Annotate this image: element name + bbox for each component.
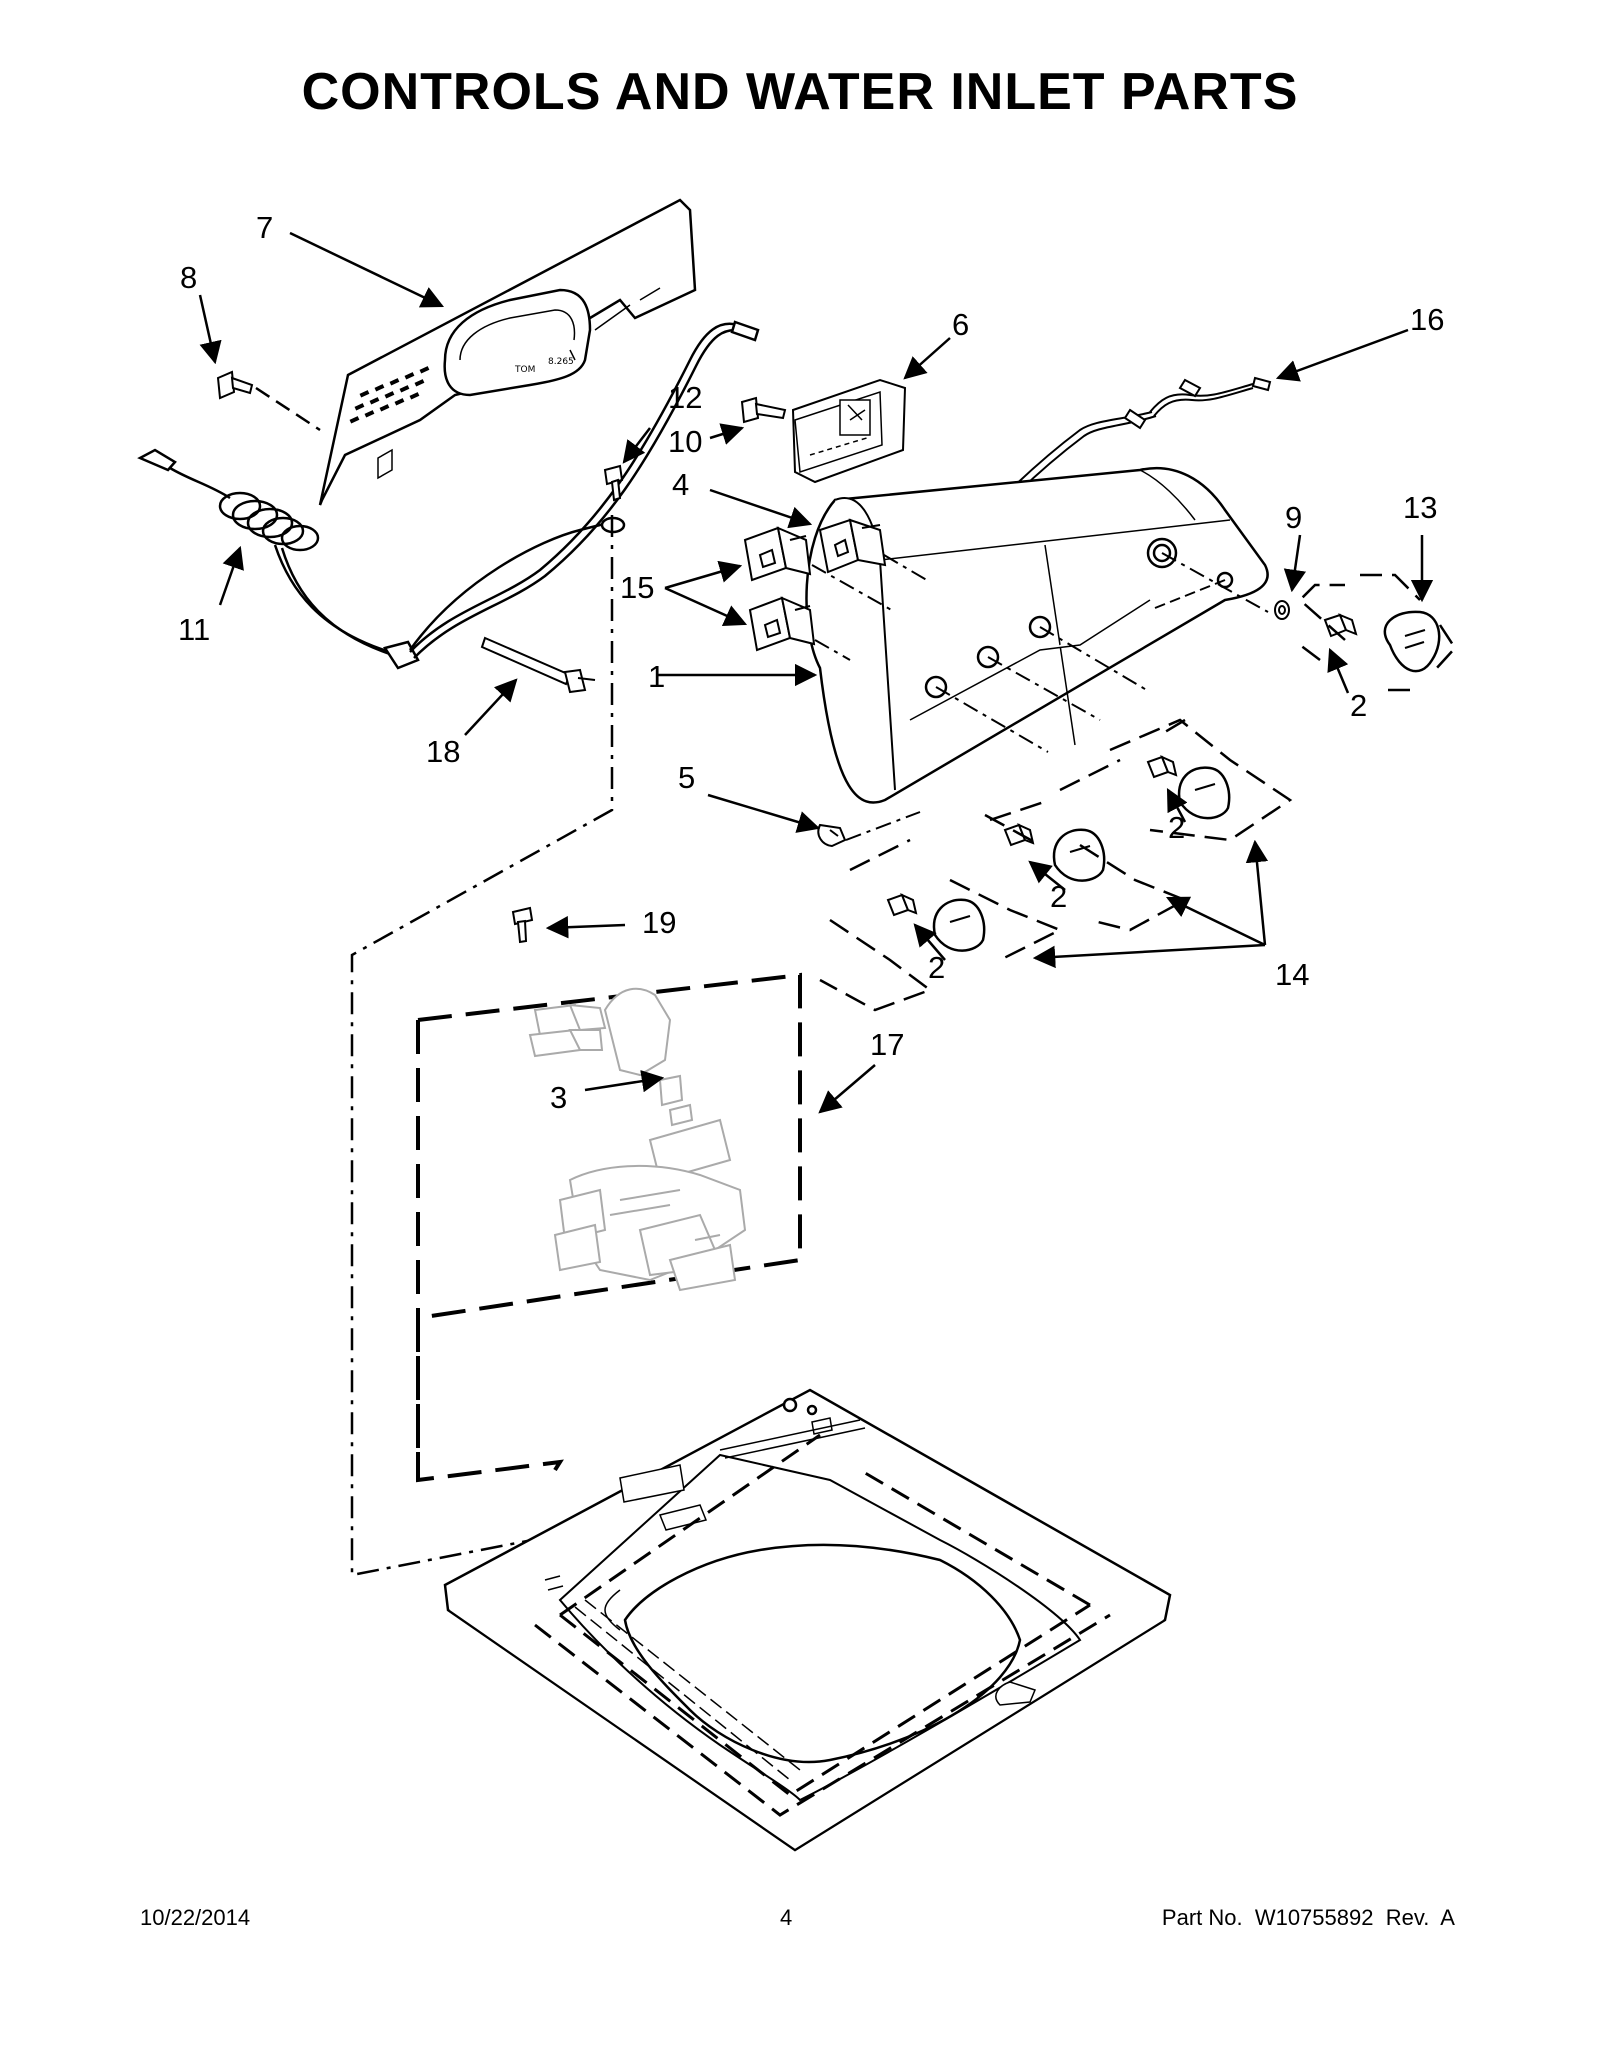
callout-2-a: 2 (1350, 688, 1367, 723)
knob-part-14-left (932, 898, 986, 952)
callout-13: 13 (1403, 490, 1437, 525)
callout-5: 5 (678, 760, 695, 795)
screw-part-10 (740, 396, 787, 424)
water-inlet-valve-part-3 (528, 987, 747, 1292)
arrow-9 (1283, 534, 1307, 593)
callout-3: 3 (550, 1080, 567, 1115)
panel-vent-slots (349, 366, 430, 424)
arrow-2-b (1166, 788, 1188, 823)
callout-4: 4 (672, 467, 689, 502)
screw-part-19 (511, 906, 534, 944)
arrow-3 (584, 1070, 665, 1093)
switch-15-line-a (811, 564, 896, 613)
callout-19: 19 (642, 905, 676, 940)
arrow-14-b (1165, 896, 1266, 947)
arrow-7 (289, 231, 445, 308)
page-title: CONTROLS AND WATER INLET PARTS (301, 63, 1299, 121)
clip-5-line (845, 811, 921, 841)
knob-insert-2-d (886, 893, 918, 917)
cord-routing-line (350, 515, 614, 1577)
callout-2-d: 2 (928, 950, 945, 985)
switch-4-line (883, 554, 931, 583)
knob-13-shaft-line (1161, 552, 1269, 613)
arrow-6 (903, 337, 951, 380)
callout-16: 16 (1410, 302, 1444, 337)
switch-15-line-b (814, 639, 851, 661)
callout-12: 12 (668, 380, 702, 415)
arrow-2-a (1327, 647, 1350, 694)
washer-top-dashes (534, 1433, 1111, 1817)
knob-part-14-middle (1052, 828, 1106, 882)
callout-2-c: 2 (1050, 879, 1067, 914)
callout-17: 17 (870, 1027, 904, 1062)
switch-part-15-lower (748, 596, 816, 652)
washer-top-cabinet (443, 1388, 1172, 1852)
ground-screw-part-12 (603, 464, 624, 502)
callout-labels: 7 8 6 16 12 10 4 13 9 15 1 11 18 5 2 2 2… (178, 210, 1444, 1115)
arrow-4 (709, 488, 813, 529)
arrow-2-d (913, 923, 946, 961)
leader-arrows (198, 231, 1434, 1114)
callout-15: 15 (620, 570, 654, 605)
arrow-10 (709, 423, 745, 445)
clip-part-9 (1274, 600, 1290, 620)
footer-date: 10/22/2014 (140, 1905, 251, 1930)
callout-1: 1 (648, 659, 665, 694)
callout-8: 8 (180, 260, 197, 295)
knob-part-13 (1383, 610, 1441, 673)
arrow-15-lower (664, 586, 748, 626)
knob-insert-2-a (1323, 613, 1358, 638)
knob-13-bracket (1298, 573, 1457, 692)
arrow-19 (545, 915, 626, 939)
callout-7: 7 (256, 210, 273, 245)
callout-14: 14 (1275, 957, 1309, 992)
console-part-1 (805, 466, 1269, 804)
knob-insert-2-c (1003, 823, 1035, 847)
knob-shaft-line-b (987, 656, 1101, 721)
knob-part-14-right (1177, 766, 1231, 820)
screw-part-8 (216, 370, 254, 400)
arrow-12 (622, 427, 651, 464)
clip-part-5 (817, 823, 847, 848)
callout-11: 11 (178, 612, 210, 647)
arrow-5 (707, 793, 821, 833)
switch-part-15-upper (743, 526, 812, 582)
callout-18: 18 (426, 734, 460, 769)
knob-shaft-line-a (935, 686, 1049, 753)
rear-panel-part-7: TOM 8.265 (318, 198, 697, 506)
svg-text:8.265: 8.265 (548, 357, 574, 367)
arrow-14-a (1245, 839, 1269, 946)
callout-10: 10 (668, 424, 702, 459)
arrow-16 (1275, 328, 1409, 382)
arrow-18 (464, 678, 518, 736)
callout-6: 6 (952, 307, 969, 342)
footer-part-number: Part No. W10755892 Rev. A (1161, 1905, 1455, 1930)
callout-2-b: 2 (1168, 810, 1185, 845)
switch-part-4 (818, 518, 887, 574)
callout-9: 9 (1285, 500, 1302, 535)
knob-insert-2-b (1146, 755, 1178, 779)
arrow-11 (218, 545, 244, 606)
ground-wire (408, 518, 621, 651)
footer-page-number: 4 (780, 1905, 793, 1930)
arrow-17 (818, 1064, 876, 1114)
knob-shaft-line-c (1039, 626, 1151, 693)
arrow-14-c (1032, 943, 1266, 969)
control-board-part-6 (791, 378, 907, 484)
knob-group-brackets (819, 718, 1293, 1012)
svg-text:TOM: TOM (514, 365, 535, 375)
arrow-8 (198, 294, 222, 365)
arrow-15-upper (664, 560, 743, 590)
screw-8-leader (255, 386, 321, 432)
arrow-2-c (1028, 860, 1066, 891)
cable-tie-part-18 (480, 636, 596, 694)
